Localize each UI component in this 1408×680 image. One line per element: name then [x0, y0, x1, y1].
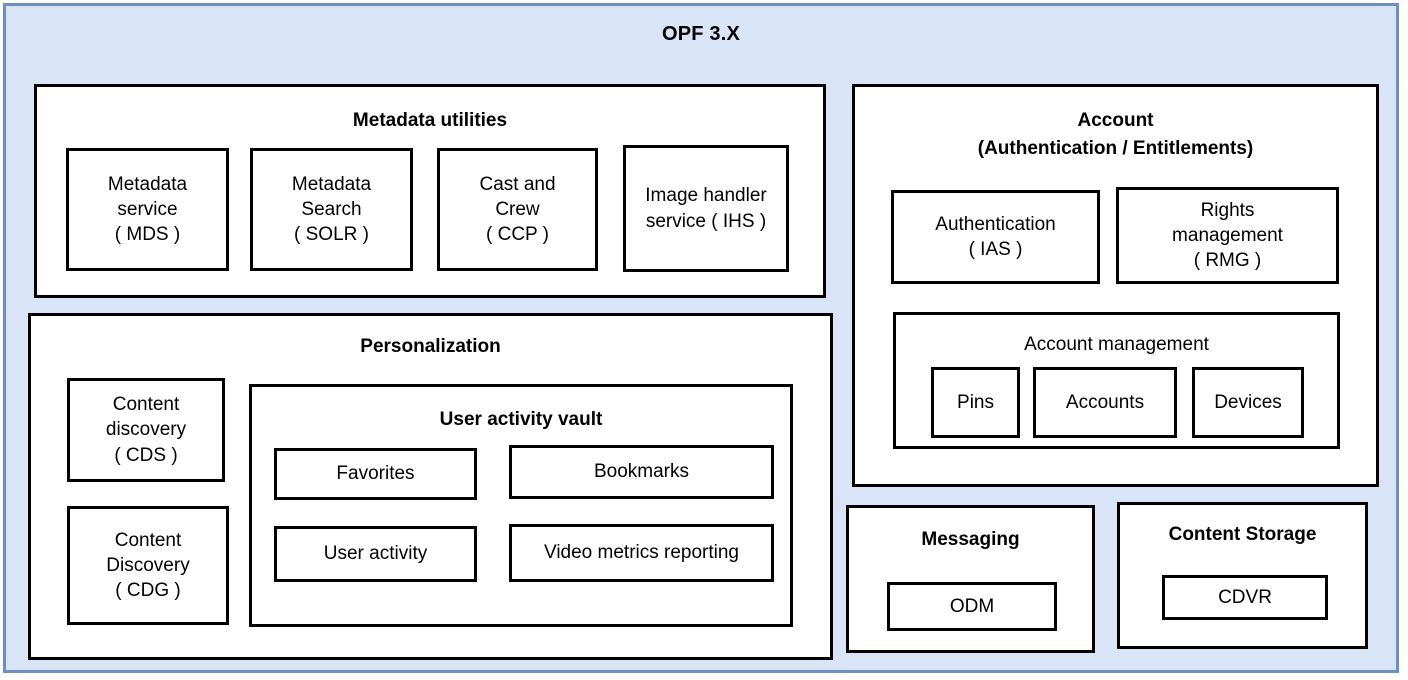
node-metadata-search[interactable]: Metadata Search ( SOLR ): [250, 148, 413, 271]
panel-account: Account (Authentication / Entitlements) …: [852, 84, 1379, 487]
node-rights-management[interactable]: Rights management ( RMG ): [1116, 187, 1339, 284]
node-odm[interactable]: ODM: [887, 582, 1057, 631]
node-user-activity[interactable]: User activity: [274, 526, 477, 582]
opf-container: OPF 3.X Metadata utilities Metadata serv…: [3, 3, 1399, 673]
node-devices[interactable]: Devices: [1192, 367, 1304, 438]
panel-title-user-activity-vault: User activity vault: [439, 409, 603, 430]
node-image-handler-service[interactable]: Image handler service ( IHS ): [623, 145, 789, 272]
node-cdvr[interactable]: CDVR: [1162, 575, 1328, 620]
panel-content-storage: Content Storage CDVR: [1117, 502, 1368, 649]
node-content-discovery-cds[interactable]: Content discovery ( CDS ): [67, 378, 225, 482]
page-title: OPF 3.X: [661, 23, 741, 45]
panel-messaging: Messaging ODM: [846, 505, 1095, 653]
panel-user-activity-vault: User activity vault Favorites Bookmarks …: [249, 384, 793, 627]
node-authentication[interactable]: Authentication ( IAS ): [891, 190, 1100, 284]
panel-account-management: Account management Pins Accounts Devices: [893, 312, 1340, 449]
panel-title-personalization: Personalization: [360, 336, 501, 357]
node-accounts[interactable]: Accounts: [1033, 367, 1177, 438]
panel-title-metadata-utilities: Metadata utilities: [352, 110, 508, 131]
node-bookmarks[interactable]: Bookmarks: [509, 445, 774, 499]
node-favorites[interactable]: Favorites: [274, 448, 477, 500]
node-pins[interactable]: Pins: [931, 367, 1020, 438]
panel-personalization: Personalization Content discovery ( CDS …: [28, 313, 833, 660]
panel-title-account-management: Account management: [1024, 334, 1209, 355]
node-video-metrics-reporting[interactable]: Video metrics reporting: [509, 524, 774, 582]
panel-title-messaging: Messaging: [921, 529, 1020, 550]
panel-metadata-utilities: Metadata utilities Metadata service ( MD…: [34, 84, 826, 298]
node-cast-and-crew[interactable]: Cast and Crew ( CCP ): [437, 148, 598, 271]
node-metadata-service[interactable]: Metadata service ( MDS ): [66, 148, 229, 271]
node-content-discovery-cdg[interactable]: Content Discovery ( CDG ): [67, 506, 229, 625]
panel-title-content-storage: Content Storage: [1168, 524, 1317, 545]
panel-title-account: Account (Authentication / Entitlements): [977, 110, 1254, 159]
